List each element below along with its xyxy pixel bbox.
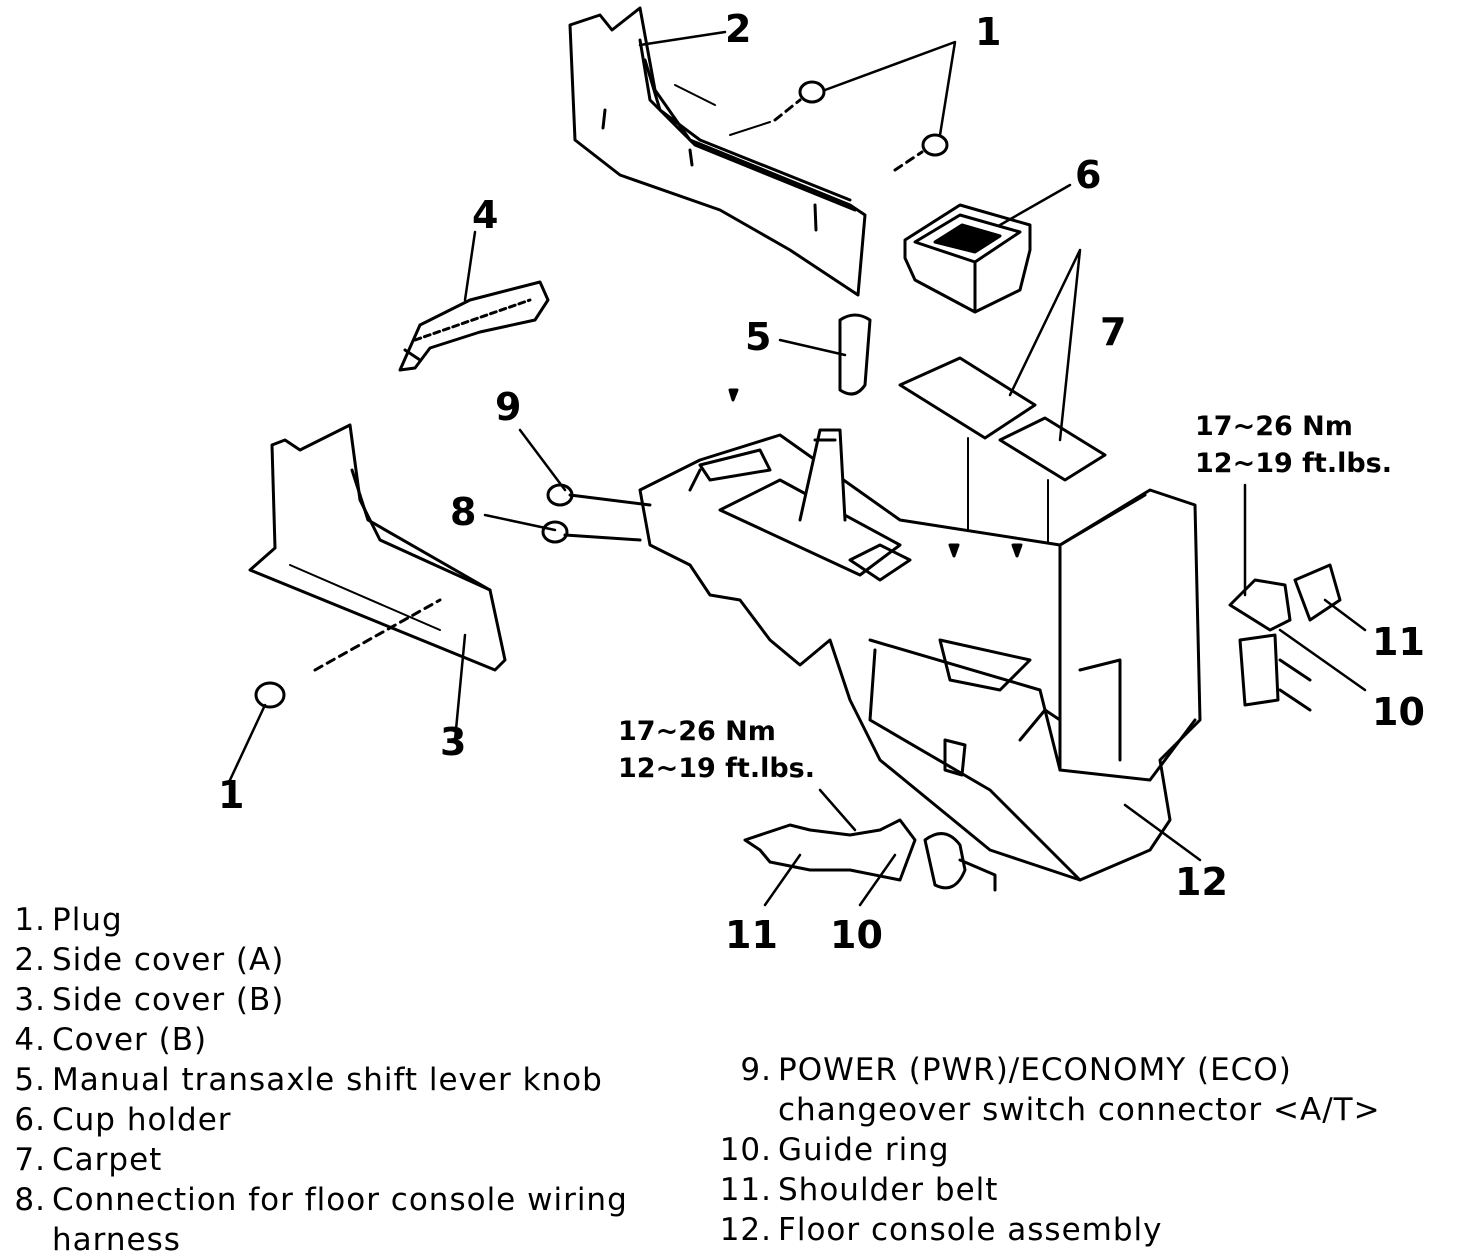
- legend-item-5: 5.Manual transaxle shift lever knob: [14, 1062, 603, 1098]
- legend-item-3: 3.Side cover (B): [14, 982, 285, 1018]
- callout-10-bottom: 10: [830, 913, 883, 957]
- callout-numbers: 2 1 6 4 5 7 9 8 11 10 12 3 1 11 10: [218, 7, 1425, 957]
- callout-7: 7: [1100, 310, 1126, 354]
- callout-4: 4: [472, 193, 498, 237]
- callout-9: 9: [495, 385, 521, 429]
- cover-b-part: [398, 280, 550, 372]
- legend-item-8: 8.Connection for floor console wiring: [14, 1182, 628, 1218]
- plug-part-top: [729, 80, 949, 172]
- torque-bottom-ftlbs: 12~19 ft.lbs.: [618, 753, 815, 784]
- assembly-arrows: [728, 388, 1023, 558]
- legend-item-11: 11.Shoulder belt: [719, 1172, 999, 1208]
- side-cover-b-part: [248, 423, 507, 672]
- legend-item-7: 7.Carpet: [14, 1142, 163, 1178]
- callout-1-top: 1: [975, 10, 1001, 54]
- torque-spec-right: 17~26 Nm 12~19 ft.lbs.: [1195, 411, 1392, 479]
- legend-item-9-cont: changeover switch connector <A/T>: [778, 1092, 1381, 1128]
- callout-11-right: 11: [1372, 620, 1425, 664]
- callout-2: 2: [725, 7, 751, 51]
- callout-8: 8: [450, 490, 476, 534]
- callout-10-right: 10: [1372, 690, 1425, 734]
- legend-item-2: 2.Side cover (A): [14, 942, 285, 978]
- shift-knob-part: [838, 313, 872, 396]
- cup-holder-part: [903, 203, 1032, 314]
- torque-bottom-nm: 17~26 Nm: [618, 716, 776, 747]
- torque-spec-bottom: 17~26 Nm 12~19 ft.lbs.: [618, 716, 815, 784]
- callout-3: 3: [440, 720, 466, 764]
- connector-parts: [541, 483, 652, 544]
- belt-anchor-right: [1228, 563, 1342, 712]
- callout-5: 5: [745, 315, 771, 359]
- torque-right-nm: 17~26 Nm: [1195, 411, 1353, 442]
- legend-item-6: 6.Cup holder: [14, 1102, 232, 1138]
- parts-legend-right: 9.POWER (PWR)/ECONOMY (ECO) changeover s…: [706, 1050, 1381, 1250]
- belt-anchor-bottom: [743, 818, 997, 892]
- legend-item-4: 4.Cover (B): [14, 1022, 208, 1058]
- legend-item-12: 12.Floor console assembly: [719, 1212, 1163, 1248]
- legend-item-8-cont: harness: [52, 1222, 181, 1258]
- torque-right-ftlbs: 12~19 ft.lbs.: [1195, 448, 1392, 479]
- legend-item-10: 10.Guide ring: [719, 1132, 950, 1168]
- floor-console-part: [638, 428, 1202, 882]
- side-cover-a-part: [568, 6, 867, 297]
- callout-6: 6: [1075, 153, 1101, 197]
- legend-item-1: 1.Plug: [14, 902, 123, 938]
- plug-part-bottom: [254, 598, 442, 709]
- legend-item-9: 9.POWER (PWR)/ECONOMY (ECO): [740, 1052, 1292, 1088]
- callout-12: 12: [1175, 860, 1228, 904]
- leader-lines: [228, 30, 1367, 907]
- callout-11-bottom: 11: [725, 913, 778, 957]
- callout-1-bottom: 1: [218, 773, 244, 817]
- parts-legend-left: 1.Plug 2.Side cover (A) 3.Side cover (B)…: [0, 900, 628, 1260]
